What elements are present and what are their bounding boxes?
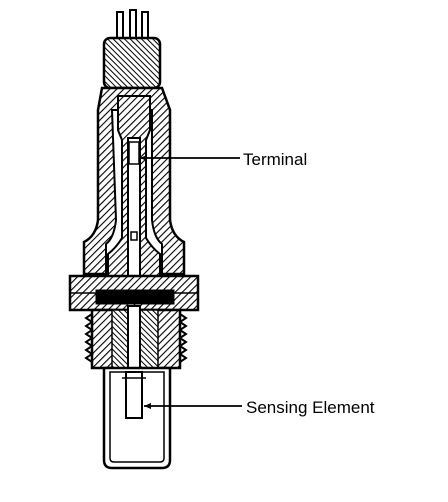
protective-shield [102, 366, 172, 470]
hex-nut [68, 274, 200, 312]
callout-leaders [140, 155, 242, 409]
rubber-boot [102, 36, 162, 90]
threaded-section [84, 305, 188, 373]
sensing-element-label: Sensing Element [246, 398, 375, 417]
terminal-label: Terminal [243, 150, 307, 169]
